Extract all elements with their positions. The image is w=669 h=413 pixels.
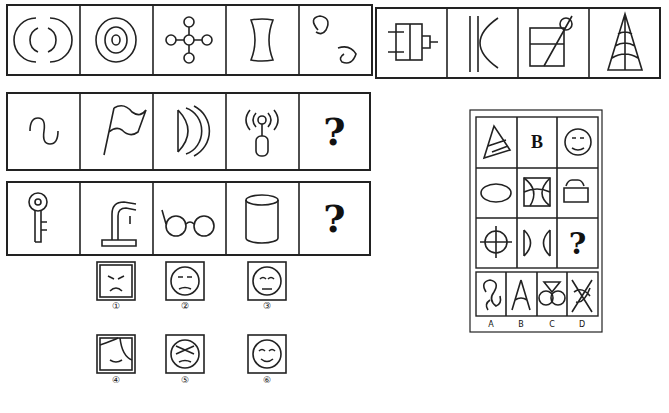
option-label: ⑤ bbox=[181, 375, 189, 385]
option-label: D bbox=[579, 320, 585, 329]
puzzle-cell: B bbox=[517, 117, 557, 168]
cell-text: ? bbox=[323, 109, 345, 154]
option-label: ③ bbox=[263, 301, 271, 311]
cell-text: B bbox=[531, 132, 543, 153]
cell-text: ? bbox=[323, 196, 345, 241]
option-label: ④ bbox=[112, 375, 120, 385]
puzzle-cell: ? bbox=[299, 93, 370, 170]
option-label: ② bbox=[181, 301, 189, 311]
puzzle-cell: ? bbox=[299, 182, 370, 255]
option-label: A bbox=[488, 320, 493, 329]
option-label: ⑥ bbox=[263, 375, 271, 385]
option-label: B bbox=[518, 320, 524, 329]
puzzle-cell: ? bbox=[557, 218, 598, 268]
option-label: ① bbox=[112, 301, 120, 311]
cell-text: ? bbox=[569, 226, 587, 261]
option-label: C bbox=[549, 320, 555, 329]
